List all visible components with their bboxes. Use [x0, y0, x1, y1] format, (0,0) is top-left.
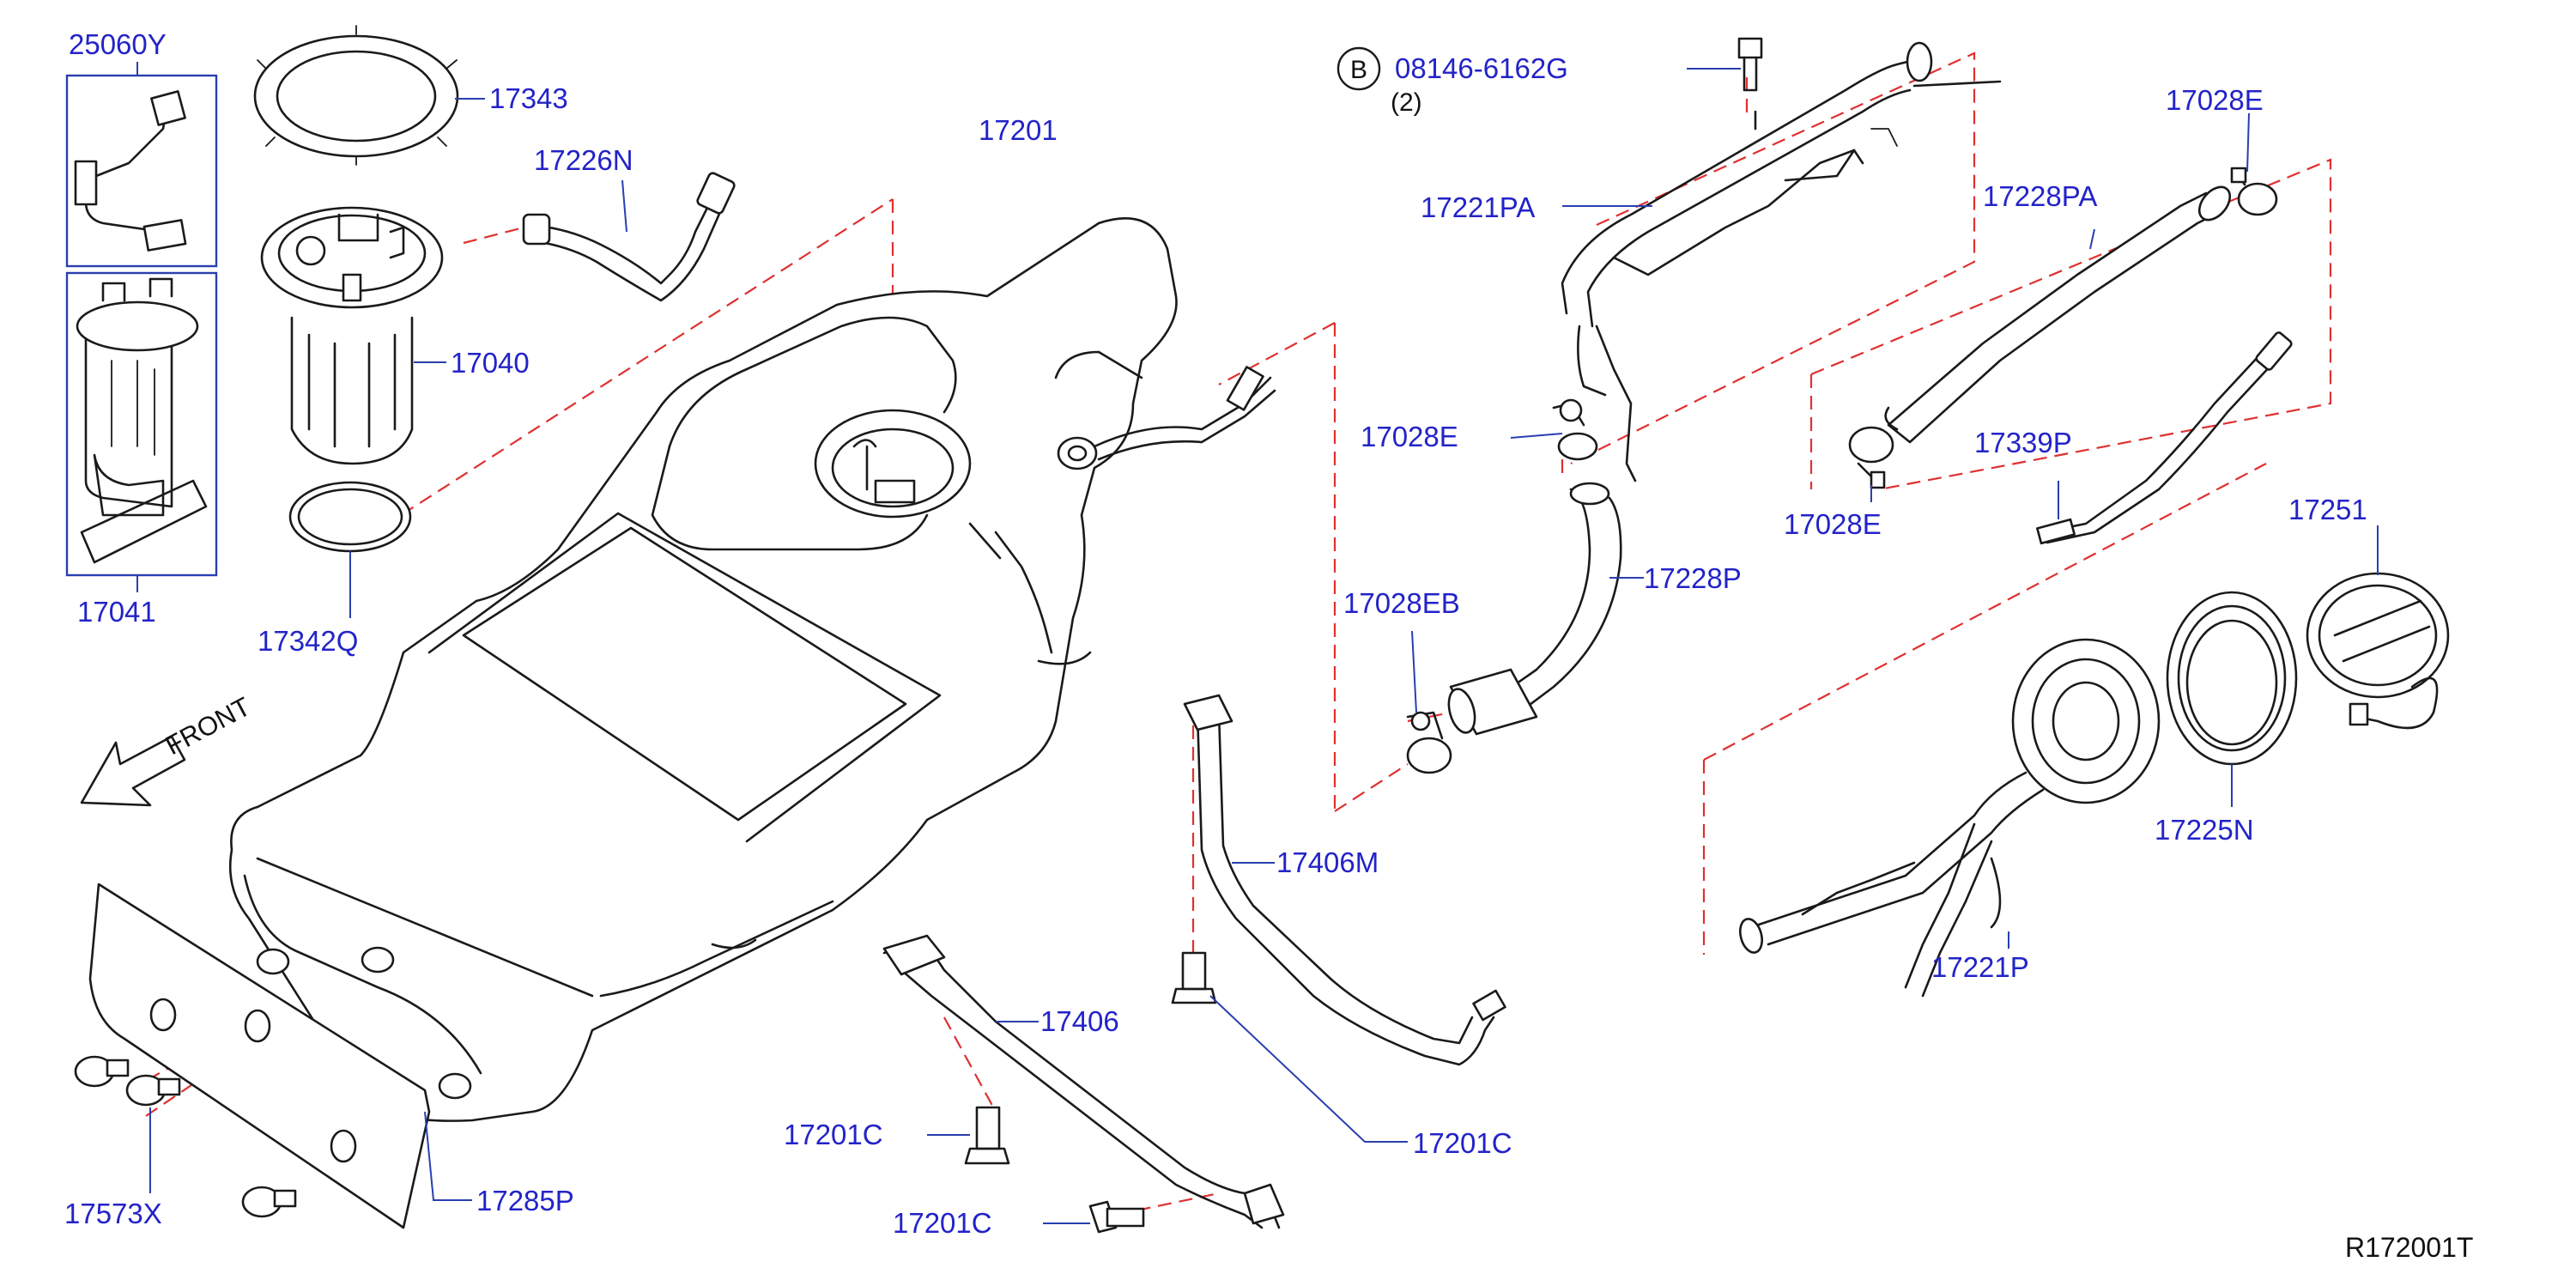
lock-ring-part [253, 25, 459, 166]
label-17406m: 17406M [1276, 846, 1379, 878]
label-17040: 17040 [451, 347, 530, 379]
pump-assembly-box [65, 271, 218, 577]
label-17225n: 17225N [2155, 814, 2254, 846]
clamp-17028eb [1406, 711, 1452, 774]
hose-17228pa-part [1884, 185, 2232, 444]
bolt-type-badge [1336, 46, 1381, 91]
callout-labels: 25060Y 17343 17226N 17201 17040 17041 17… [64, 28, 2367, 1239]
bolt-17201c-a [964, 1106, 1010, 1165]
label-08146-6162g: 08146-6162G [1395, 52, 1568, 84]
label-17028e-lower: 17028E [1784, 508, 1882, 540]
front-direction-arrow: FRONT [80, 691, 256, 807]
label-17226n: 17226N [534, 144, 633, 176]
leader-lines [136, 62, 2379, 1224]
label-17406: 17406 [1040, 1005, 1119, 1037]
clamp-17028e-lower [1848, 426, 1894, 489]
label-17573x: 17573X [64, 1198, 162, 1229]
bolt-08146-part [1737, 37, 1763, 92]
label-17041: 17041 [77, 596, 156, 628]
label-17028e-top: 17028E [2166, 84, 2264, 116]
bolt-17201c-c [1171, 951, 1217, 1004]
sender-unit-box [65, 74, 218, 268]
clip-17573x-c [241, 1186, 297, 1218]
hose-17226n-part [522, 172, 736, 302]
fuel-tank [228, 216, 1276, 1122]
heat-shield-part [88, 883, 431, 1229]
bolt-type-badge-letter: B [1350, 56, 1367, 84]
filler-tube-lower-part [1739, 638, 2161, 998]
front-label: FRONT [161, 691, 256, 761]
label-17221pa: 17221PA [1421, 191, 1535, 223]
label-17221p: 17221P [1931, 951, 2029, 983]
label-17228pa: 17228PA [1983, 180, 2097, 212]
label-17342q: 17342Q [258, 625, 358, 657]
label-17201c-a: 17201C [784, 1119, 883, 1150]
diagram-reference-code: R172001T [2345, 1232, 2473, 1263]
o-ring-part [288, 481, 412, 553]
strap-17406m-part [1183, 694, 1506, 1066]
label-17201: 17201 [979, 114, 1058, 146]
label-25060y: 25060Y [69, 28, 167, 60]
hose-17228p-part [1447, 482, 1622, 736]
strap-17406-part [882, 934, 1285, 1229]
label-17028e-mid: 17028E [1361, 421, 1458, 452]
clamp-17028e-top [2230, 167, 2278, 216]
label-17028eb: 17028EB [1343, 587, 1460, 619]
clip-17573x-a [74, 1055, 130, 1088]
label-17201c-c: 17201C [1413, 1127, 1512, 1159]
label-17201c-b: 17201C [893, 1207, 992, 1239]
breather-tube-part [2036, 331, 2293, 545]
clip-17573x-b [125, 1074, 181, 1107]
label-17339p: 17339P [1974, 427, 2072, 458]
clamp-17028e-mid [1552, 398, 1598, 461]
label-17251: 17251 [2288, 494, 2367, 525]
label-17285p: 17285P [476, 1185, 574, 1216]
filler-tube-upper-part [1561, 41, 2002, 482]
filler-cap-part [2306, 572, 2450, 730]
label-17228p: 17228P [1644, 562, 1742, 594]
label-17343: 17343 [489, 82, 568, 114]
label-08146-qty: (2) [1391, 88, 1422, 117]
fuel-pump-part [260, 206, 444, 465]
bolt-17201c-b [1088, 1200, 1145, 1234]
gasket-17225n-part [2166, 591, 2298, 766]
